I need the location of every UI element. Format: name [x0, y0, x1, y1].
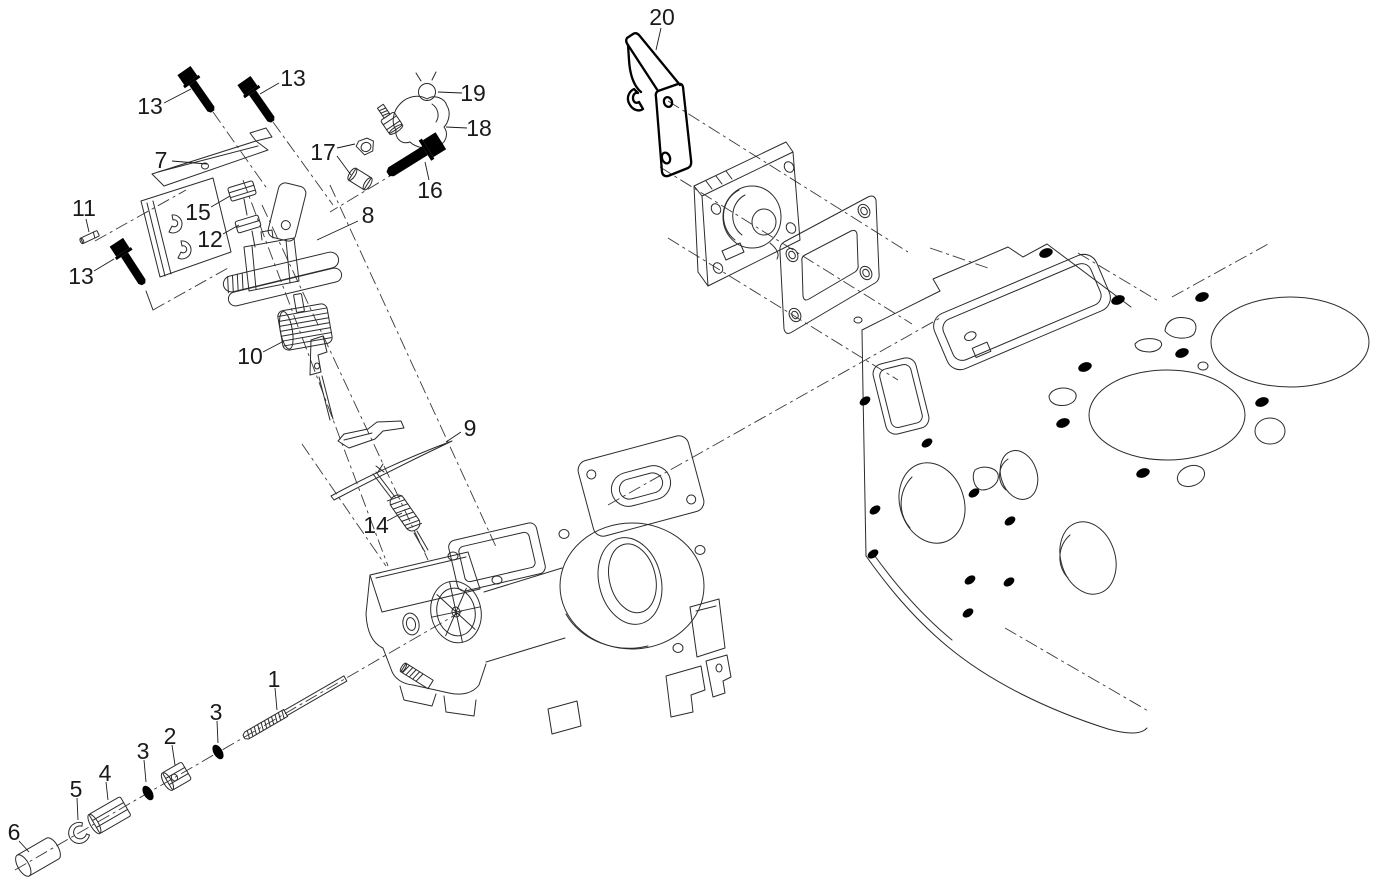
governor-bracket — [140, 177, 232, 278]
part-17-sleeve — [347, 167, 373, 191]
part-7-plate — [151, 127, 273, 187]
part-number-label: 4 — [99, 760, 112, 786]
part-3-washer — [140, 783, 156, 803]
part-number-label: 5 — [70, 776, 83, 802]
governor-cluster — [79, 65, 453, 553]
part-15-block — [227, 180, 257, 202]
part-number-label: 8 — [362, 202, 375, 228]
callout-15-4: 15 — [185, 195, 231, 225]
part-number-label: 18 — [466, 115, 492, 141]
mounting-flange — [693, 141, 801, 287]
callout-4-20: 4 — [99, 760, 112, 801]
part-number-label: 2 — [164, 723, 177, 749]
part-16-bolt — [381, 130, 448, 184]
part-number-label: 9 — [464, 415, 477, 441]
part-number-label: 20 — [649, 4, 675, 30]
callout-20-13: 20 — [649, 4, 675, 51]
part-number-label: 19 — [460, 80, 486, 106]
callout-5-21: 5 — [70, 776, 83, 821]
part-11-pin — [79, 230, 100, 245]
callout-9-14: 9 — [445, 415, 477, 443]
callout-8-7: 8 — [316, 202, 375, 241]
part-number-label: 1 — [268, 666, 281, 692]
callout-13-6: 13 — [68, 258, 115, 289]
part-number-label: 10 — [237, 343, 263, 369]
callout-11-3: 11 — [72, 195, 96, 233]
part-number-label: 14 — [363, 512, 389, 538]
part-3-washer — [210, 742, 226, 762]
part-8-flyweight — [222, 182, 343, 307]
pump-housing — [365, 435, 732, 735]
part-number-label: 16 — [417, 177, 443, 203]
part-number-label: 13 — [137, 93, 163, 119]
part-number-label: 13 — [68, 263, 94, 289]
spring-needle — [413, 530, 429, 553]
part-5-snap-ring — [68, 821, 90, 844]
callout-13-0: 13 — [137, 88, 192, 119]
part-1-threaded-rod — [242, 675, 348, 740]
part-20-bracket — [625, 32, 693, 178]
adjuster-group — [347, 71, 450, 191]
part-19-ball — [418, 83, 436, 101]
callout-14-15: 14 — [363, 512, 403, 538]
callout-3-17: 3 — [210, 699, 223, 744]
callout-19-12: 19 — [437, 80, 486, 106]
part-13-bolt — [108, 237, 152, 290]
part-4-coupling — [87, 796, 131, 835]
part-6-cap — [15, 837, 61, 877]
callout-18-11: 18 — [445, 115, 492, 141]
part-number-label: 6 — [8, 819, 21, 845]
part-number-label: 3 — [137, 738, 150, 764]
callout-1-16: 1 — [268, 666, 281, 711]
callout-17-9: 17 — [310, 139, 356, 176]
gasket — [779, 195, 880, 334]
callout-7-2: 7 — [155, 147, 208, 173]
part-2-nut — [160, 762, 192, 791]
part-12-block — [234, 214, 262, 234]
part-number-label: 12 — [197, 226, 223, 252]
callout-16-10: 16 — [417, 161, 443, 203]
part-13-bolt — [236, 75, 281, 127]
callout-13-1: 13 — [259, 65, 306, 95]
callout-3-19: 3 — [137, 738, 150, 783]
part-number-label: 13 — [280, 65, 306, 91]
part-number-label: 7 — [155, 147, 168, 173]
engine-block — [853, 243, 1370, 734]
fastener-chain — [15, 675, 348, 877]
part-number-label: 11 — [72, 195, 96, 221]
housing-stud — [399, 662, 434, 690]
part-17-nut — [355, 137, 374, 156]
callout-10-8: 10 — [237, 340, 285, 369]
part-10-gear — [277, 303, 333, 351]
gear-shaft — [293, 293, 334, 421]
part-9-fork-lever — [330, 420, 453, 501]
part-14-spring — [386, 494, 422, 532]
part-18-stud — [376, 103, 404, 135]
part-number-label: 15 — [185, 199, 211, 225]
callout-6-22: 6 — [8, 819, 30, 853]
callout-12-5: 12 — [197, 224, 240, 252]
bolt-axis-stub — [145, 290, 154, 311]
part-13-bolt — [176, 65, 221, 117]
callout-2-18: 2 — [164, 723, 177, 766]
part-number-label: 3 — [210, 699, 223, 725]
part-number-label: 17 — [310, 139, 336, 165]
